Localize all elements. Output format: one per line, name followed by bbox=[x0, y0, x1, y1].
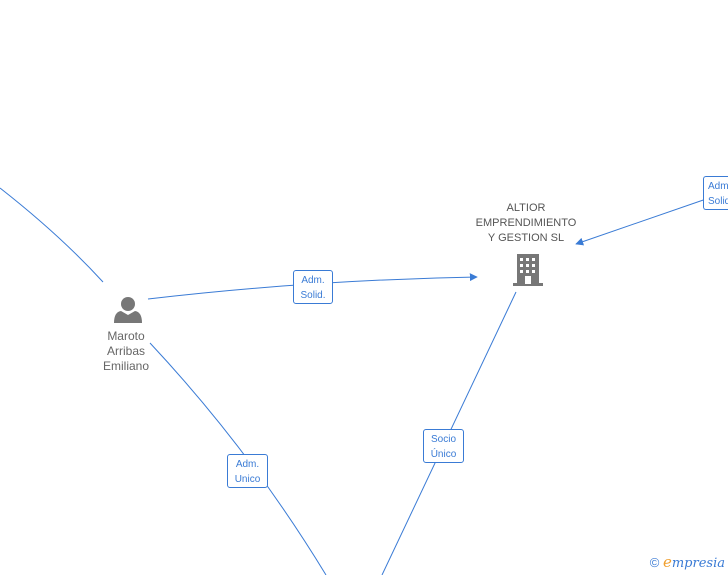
edge-label-adm-solid[interactable]: Adm. Solid. bbox=[293, 270, 333, 304]
brand-logo-text: mpresia bbox=[671, 556, 725, 571]
brand-logo-letter: e bbox=[662, 553, 672, 571]
company-name-label[interactable]: ALTIOR EMPRENDIMIENTO Y GESTION SL bbox=[475, 202, 577, 244]
person-name-label[interactable]: Maroto Arribas Emiliano bbox=[102, 329, 150, 373]
person-icon[interactable] bbox=[114, 297, 142, 323]
edge-offscreen-to-person bbox=[0, 187, 104, 283]
edge-label-adm-solid-right[interactable]: Adm. Solid. bbox=[703, 176, 728, 210]
edge-label-socio-unico[interactable]: Socio Único bbox=[423, 429, 464, 463]
edge-offscreen-to-company bbox=[575, 196, 713, 246]
building-icon[interactable] bbox=[513, 254, 543, 286]
brand-footer[interactable]: © empresia bbox=[650, 553, 725, 571]
edge-label-adm-unico[interactable]: Adm. Unico bbox=[227, 454, 268, 488]
copyright-symbol: © bbox=[649, 555, 660, 570]
